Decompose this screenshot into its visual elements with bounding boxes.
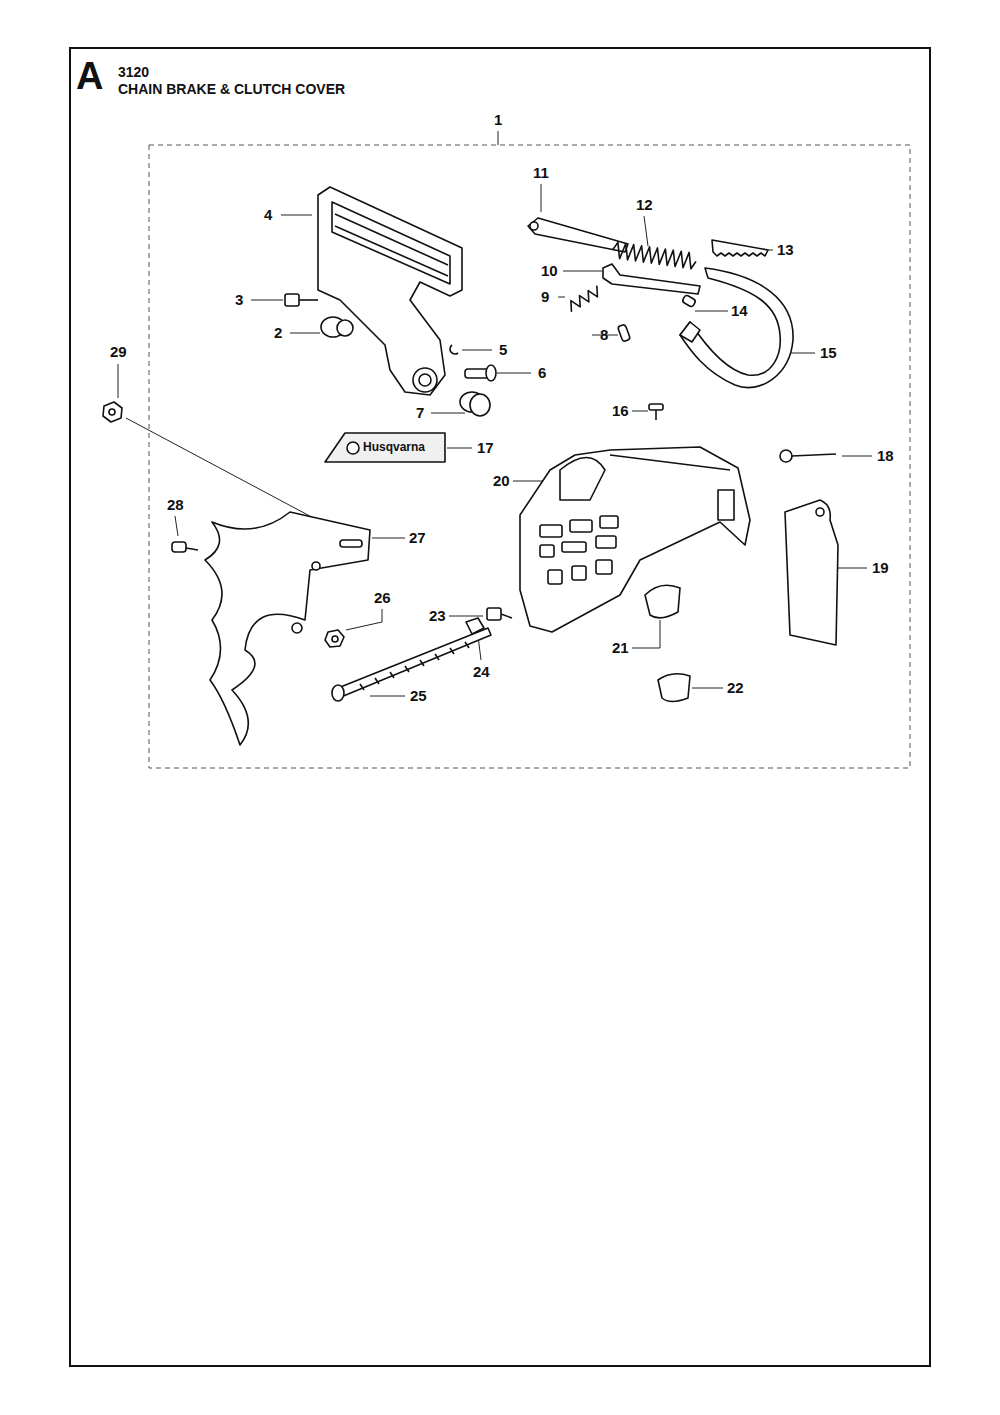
callout-number: 23 [429,608,446,625]
callout-number: 27 [409,530,426,547]
callout-number: 15 [820,345,837,362]
callout-number: 4 [264,207,272,224]
callout-number: 26 [374,590,391,607]
callout-number: 9 [541,289,549,306]
callout-number: 24 [473,664,490,681]
page-title: CHAIN BRAKE & CLUTCH COVER [118,82,345,97]
callout-number: 22 [727,680,744,697]
callout-number: 29 [110,344,127,361]
callout-number: 25 [410,688,427,705]
decal-text: Husqvarna [363,441,425,454]
callout-number: 12 [636,197,653,214]
callout-number: 20 [493,473,510,490]
callout-number: 6 [538,365,546,382]
section-letter: A [76,56,103,98]
callout-number: 11 [533,165,549,182]
callout-number: 16 [612,403,629,420]
callout-number: 3 [235,292,243,309]
kit-boundary [149,145,910,768]
callout-number: 19 [872,560,889,577]
callout-number: 1 [494,112,502,129]
callout-number: 28 [167,497,184,514]
callout-number: 7 [416,405,424,422]
callout-number: 2 [274,325,282,342]
callout-number: 18 [877,448,894,465]
callout-number: 10 [541,263,558,280]
callout-number: 8 [600,327,608,344]
page-frame [70,48,930,1366]
callout-number: 5 [499,342,507,359]
callout-number: 13 [777,242,794,259]
callout-number: 21 [612,640,629,657]
callout-number: 17 [477,440,494,457]
section-number: 3120 [118,65,149,80]
callout-number: 14 [731,303,748,320]
